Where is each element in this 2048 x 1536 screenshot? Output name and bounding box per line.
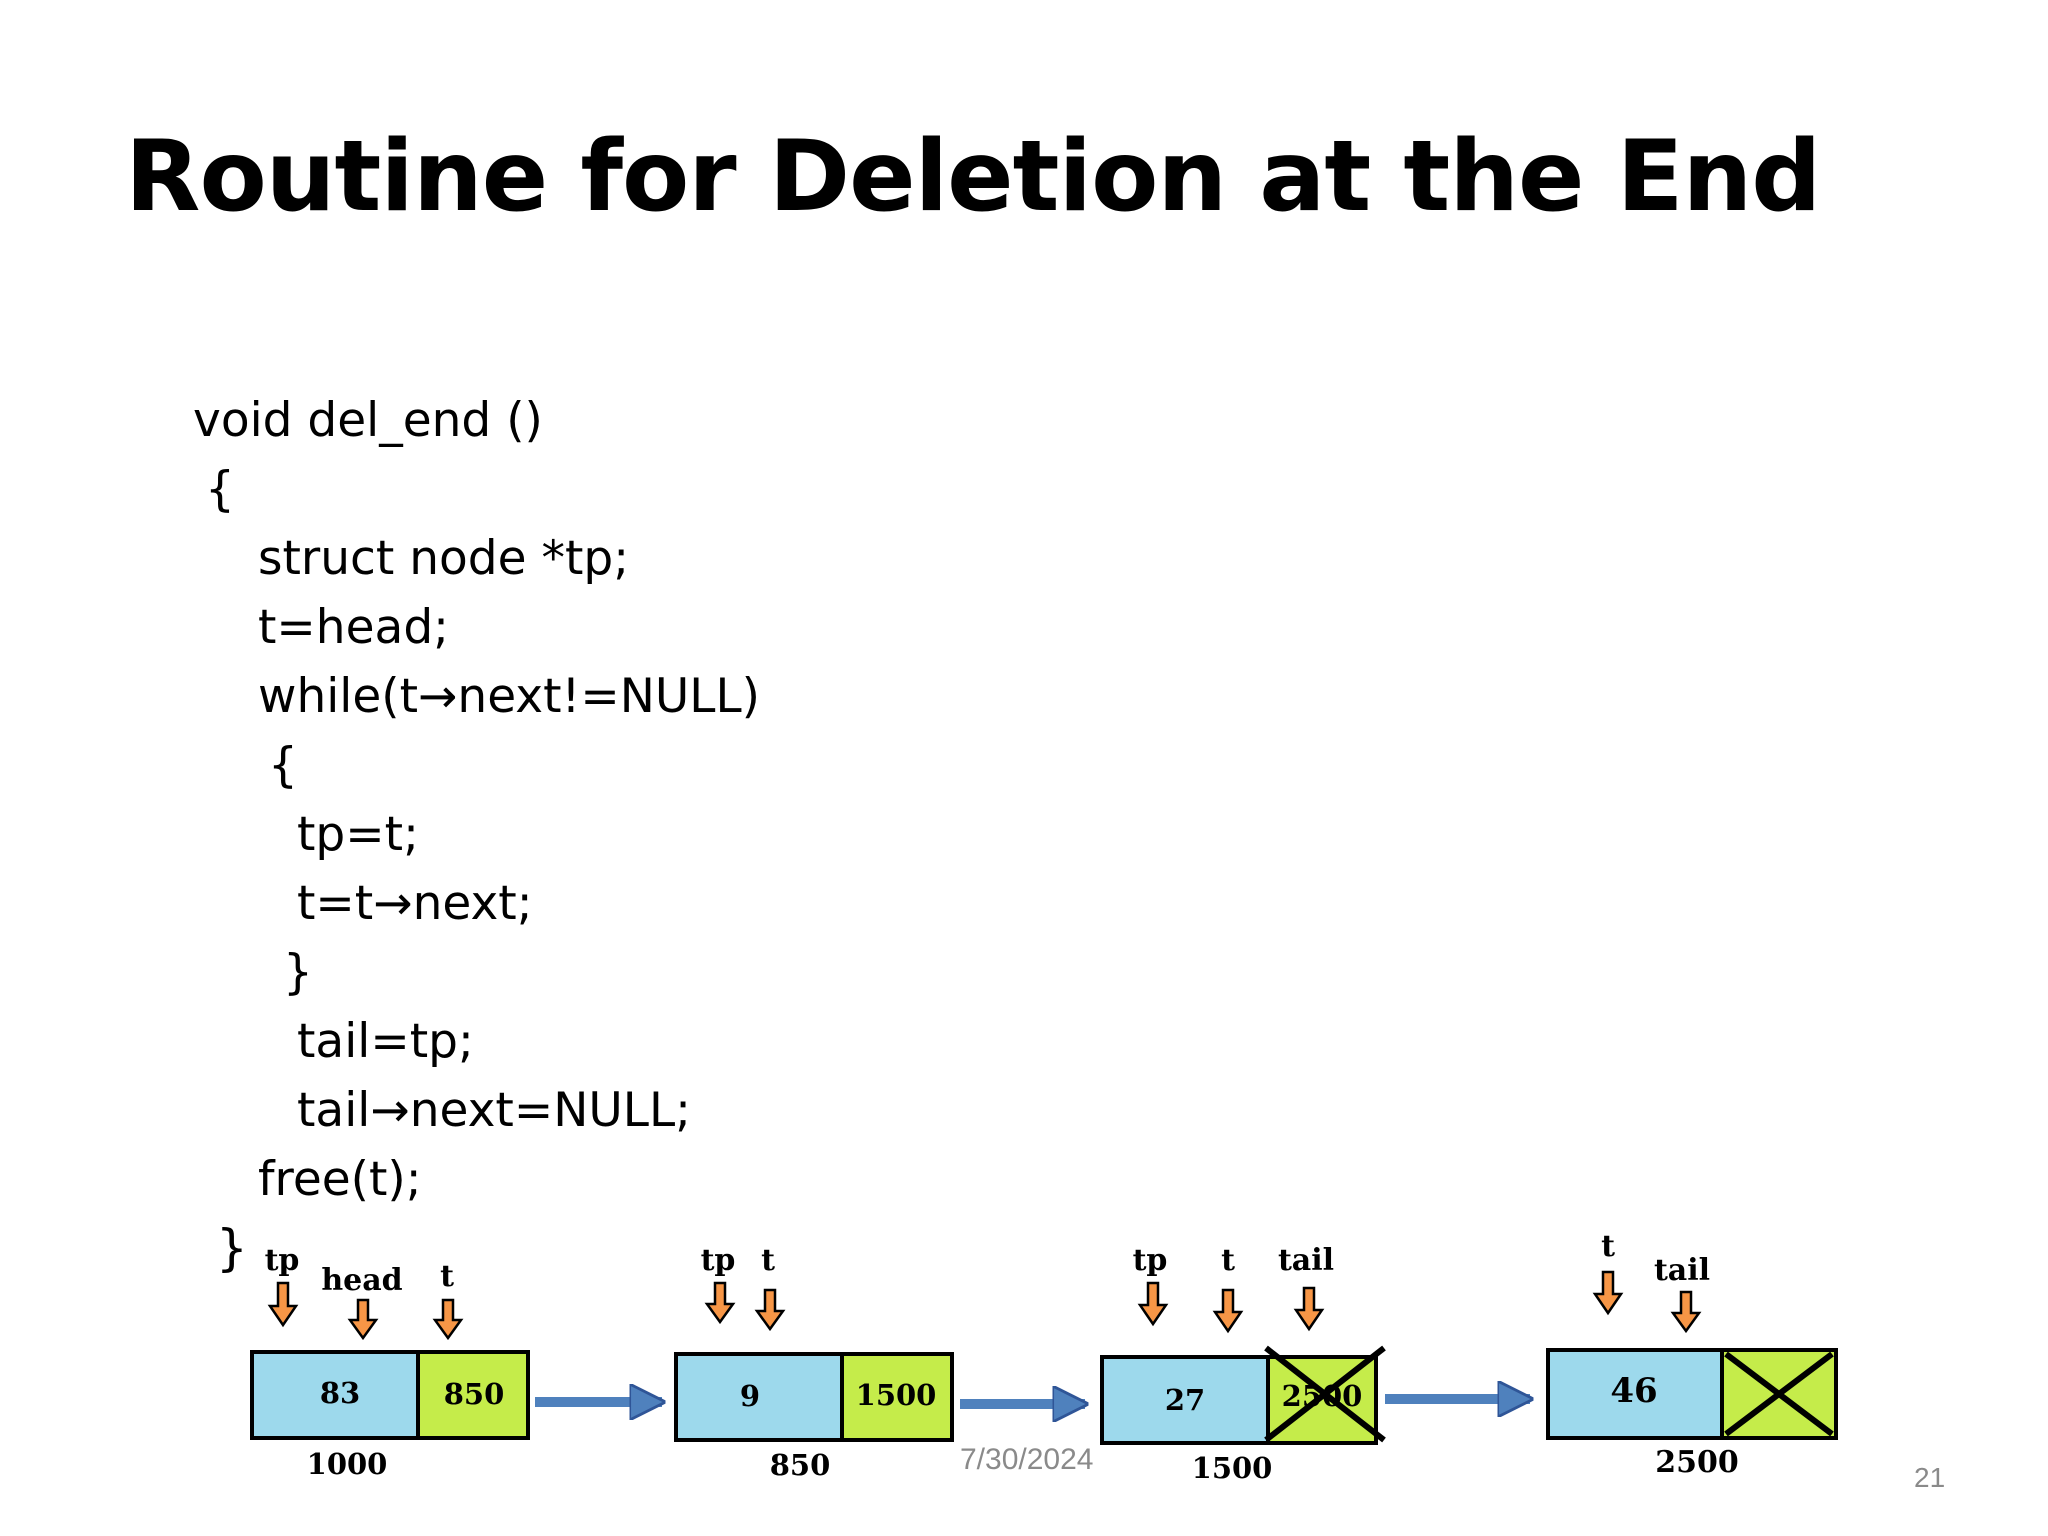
list-node-2: 9 1500 850 tp t [674,1243,954,1482]
pointer-arrow-icon [754,1288,786,1332]
node-data-value: 46 [1610,1371,1657,1411]
code-line: t=head; [258,600,449,655]
slide-title: Routine for Deletion at the End [125,120,1821,234]
node-next-value: 850 [444,1377,505,1411]
list-node-4: 46 2500 t tail [1546,1229,1838,1480]
node-next-value: 1500 [856,1378,937,1412]
slide-number: 21 [1914,1462,1946,1493]
pointer-label-t: t [1601,1229,1615,1264]
code-line: { [205,462,235,517]
node-next-cell [416,1350,530,1440]
code-line: while(t→next!=NULL) [258,669,761,724]
node-data-value: 83 [320,1376,360,1410]
node-address: 1500 [1192,1451,1273,1485]
node-address: 850 [770,1448,831,1482]
node-data-cell [674,1352,844,1442]
node-data-cell [1546,1348,1724,1440]
pointer-arrow-icon [704,1281,736,1325]
pointer-label-tail: tail [1278,1243,1334,1278]
pointer-label-tail: tail [1654,1253,1710,1288]
pointer-label-head: head [321,1263,402,1298]
code-line: tail→next=NULL; [297,1083,691,1138]
code-line: free(t); [258,1152,422,1207]
node-address: 2500 [1655,1445,1739,1480]
code-line: tp=t; [297,807,419,862]
pointer-label-tp: tp [701,1243,736,1278]
pointer-label-tp: tp [1133,1243,1168,1278]
null-cross-icon [1724,1351,1834,1437]
code-line: struct node *tp; [258,531,630,586]
pointer-arrow-icon [1592,1270,1624,1316]
node-data-value: 9 [740,1379,760,1413]
code-line: t=t→next; [297,876,533,931]
code-line: { [268,738,298,793]
code-closing-brace: } [216,1219,248,1277]
cross-out-icon [1264,1345,1386,1443]
list-node-3: 27 2500 1500 tp t tail [1100,1243,1386,1485]
pointer-arrow-icon [1212,1288,1244,1334]
pointer-arrow-icon [1137,1281,1169,1327]
pointer-arrow-icon [1670,1290,1702,1334]
pointer-label-t: t [1221,1243,1235,1278]
code-line: void del_end () [193,393,543,448]
node-address: 1000 [307,1447,388,1481]
code-line: } [283,945,313,1000]
pointer-arrow-icon [347,1298,379,1341]
pointer-label-t: t [440,1259,454,1294]
pointer-arrow-icon [432,1298,464,1341]
node-next-cell [840,1352,954,1442]
footer-date: 7/30/2024 [960,1443,1094,1476]
pointer-arrow-icon [267,1281,299,1328]
pointer-arrow-icon [1293,1286,1325,1332]
code-line: tail=tp; [297,1014,474,1069]
node-data-value: 27 [1165,1383,1205,1417]
pointer-label-t: t [761,1243,775,1278]
list-node-1: 83 850 1000 tp head t [250,1243,530,1481]
pointer-label-tp: tp [265,1243,300,1278]
